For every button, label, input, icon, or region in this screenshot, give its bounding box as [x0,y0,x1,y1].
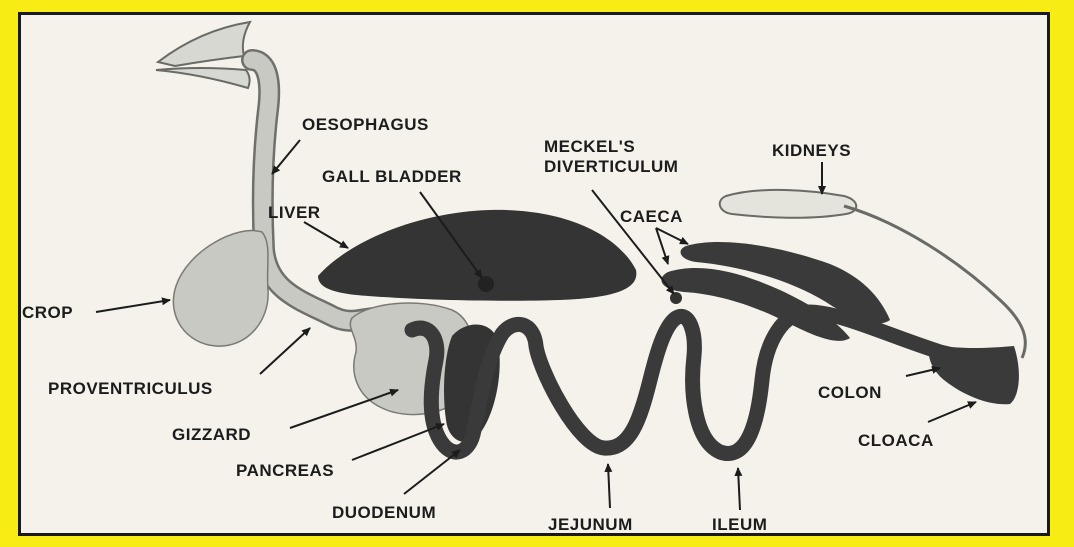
label-colon: COLON [818,383,882,402]
label-proventriculus: PROVENTRICULUS [48,379,213,398]
colon-organ [929,344,1019,404]
beak-illustration [156,22,250,88]
label-gall-bladder: GALL BLADDER [322,167,462,186]
label-crop: CROP [22,303,73,322]
label-gizzard: GIZZARD [172,425,251,444]
label-pancreas: PANCREAS [236,461,334,480]
label-ileum: ILEUM [712,515,767,534]
label-liver: LIVER [268,203,321,222]
gall-bladder-organ [478,276,494,292]
label-meckels-line2: DIVERTICULUM [544,157,678,176]
label-oesophagus: OESOPHAGUS [302,115,429,134]
label-cloaca: CLOACA [858,431,934,450]
label-kidneys: KIDNEYS [772,141,851,160]
label-jejunum: JEJUNUM [548,515,633,534]
meckels-diverticulum-organ [670,292,682,304]
liver-organ [318,210,636,301]
label-meckels-line1: MECKEL'S [544,137,635,156]
label-duodenum: DUODENUM [332,503,436,522]
kidneys-organ [720,190,857,218]
crop-organ [173,231,268,347]
label-caeca: CAECA [620,207,683,226]
